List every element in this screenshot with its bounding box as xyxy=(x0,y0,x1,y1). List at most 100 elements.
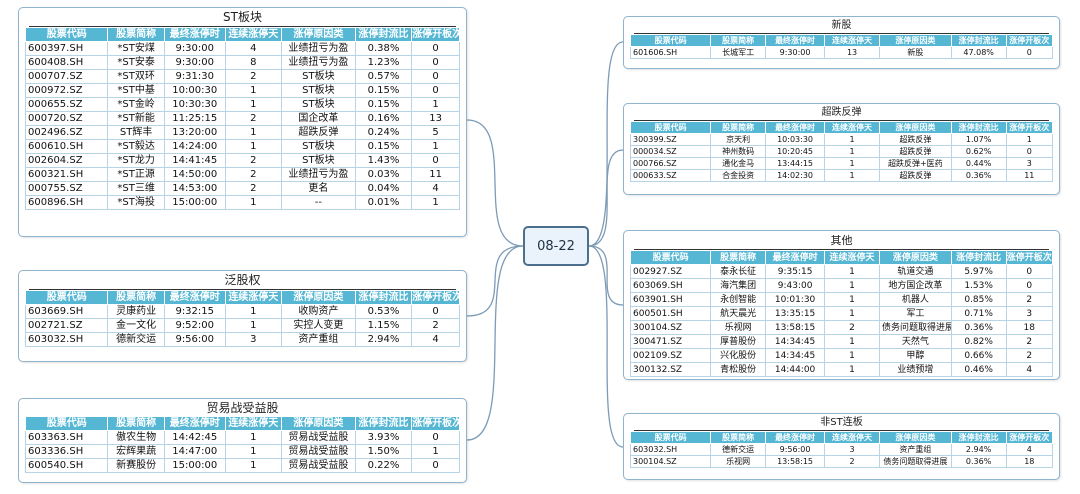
column-header: 连续涨停天 xyxy=(824,250,880,265)
node-trade-war[interactable]: 贸易战受益股 股票代码股票简称最终涨停时连续涨停天涨停原因类涨停封流比涨停开板次… xyxy=(18,398,467,483)
table-cell: 1 xyxy=(824,362,880,377)
table-cell: 1 xyxy=(824,264,880,279)
table-cell: 1 xyxy=(411,195,460,210)
table-cell: 1 xyxy=(824,334,880,349)
table-cell: 300399.SZ xyxy=(629,133,712,146)
table-cell: 15:00:00 xyxy=(163,195,226,210)
table-cell: ST辉丰 xyxy=(107,125,165,140)
table-cell: 新赛股份 xyxy=(107,458,165,473)
node-title: 贸易战受益股 xyxy=(206,401,279,415)
table-cell: 0.04% xyxy=(354,181,413,196)
table-cell: 13:58:15 xyxy=(765,320,826,335)
table-cell: 0.82% xyxy=(950,334,1007,349)
table-cell: 1 xyxy=(824,169,880,182)
table-cell: 0.03% xyxy=(354,167,413,182)
table-cell: 002927.SZ xyxy=(629,264,712,279)
table-cell: 1 xyxy=(224,125,283,140)
center-date-node[interactable]: 08-22 xyxy=(523,226,589,266)
table-cell: 14:53:00 xyxy=(163,181,226,196)
table-cell: 乐视网 xyxy=(710,455,767,468)
table-cell: 9:56:00 xyxy=(765,443,826,456)
column-header: 连续涨停天 xyxy=(224,27,283,42)
table-cell: 国企改革 xyxy=(281,111,356,126)
table-cell: 0.36% xyxy=(950,320,1007,335)
column-header: 连续涨停天 xyxy=(824,34,880,47)
connector-trade-war xyxy=(466,245,524,441)
table-cell: 4 xyxy=(411,332,460,347)
table-cell: 收购资产 xyxy=(281,304,356,319)
table-cell: 1 xyxy=(224,139,283,154)
table-cell: 航天晨光 xyxy=(710,306,767,321)
column-header: 涨停封流比 xyxy=(354,416,413,431)
column-header: 涨停原因类 xyxy=(878,121,952,134)
table-cell: 海汽集团 xyxy=(710,278,767,293)
column-header: 最终涨停时 xyxy=(163,416,226,431)
column-header: 股票简称 xyxy=(710,34,767,47)
table-cell: *ST龙力 xyxy=(107,153,165,168)
table-cell: 600397.SH xyxy=(24,41,109,56)
table-cell: 13 xyxy=(824,46,880,59)
column-header: 最终涨停时 xyxy=(765,121,826,134)
connector-other xyxy=(588,245,624,306)
table-cell: 1 xyxy=(224,458,283,473)
table-cell: 3 xyxy=(224,332,283,347)
table-cell: 0 xyxy=(411,153,460,168)
table-cell: 德新交运 xyxy=(710,443,767,456)
column-header: 股票代码 xyxy=(629,34,712,47)
table-cell: 0 xyxy=(1005,278,1054,293)
table-cell: 0.15% xyxy=(354,97,413,112)
column-header: 涨停封流比 xyxy=(950,121,1007,134)
table-cell: 603363.SH xyxy=(24,430,109,445)
table-cell: 0.85% xyxy=(950,292,1007,307)
table-cell: 1.50% xyxy=(354,444,413,459)
table-cell: 0 xyxy=(411,41,460,56)
table-cell: 10:01:30 xyxy=(765,292,826,307)
column-header: 股票简称 xyxy=(710,121,767,134)
table-cell: 0.71% xyxy=(950,306,1007,321)
table-cell: 0.01% xyxy=(354,195,413,210)
table-cell: 14:50:00 xyxy=(163,167,226,182)
table-cell: 1 xyxy=(824,348,880,363)
